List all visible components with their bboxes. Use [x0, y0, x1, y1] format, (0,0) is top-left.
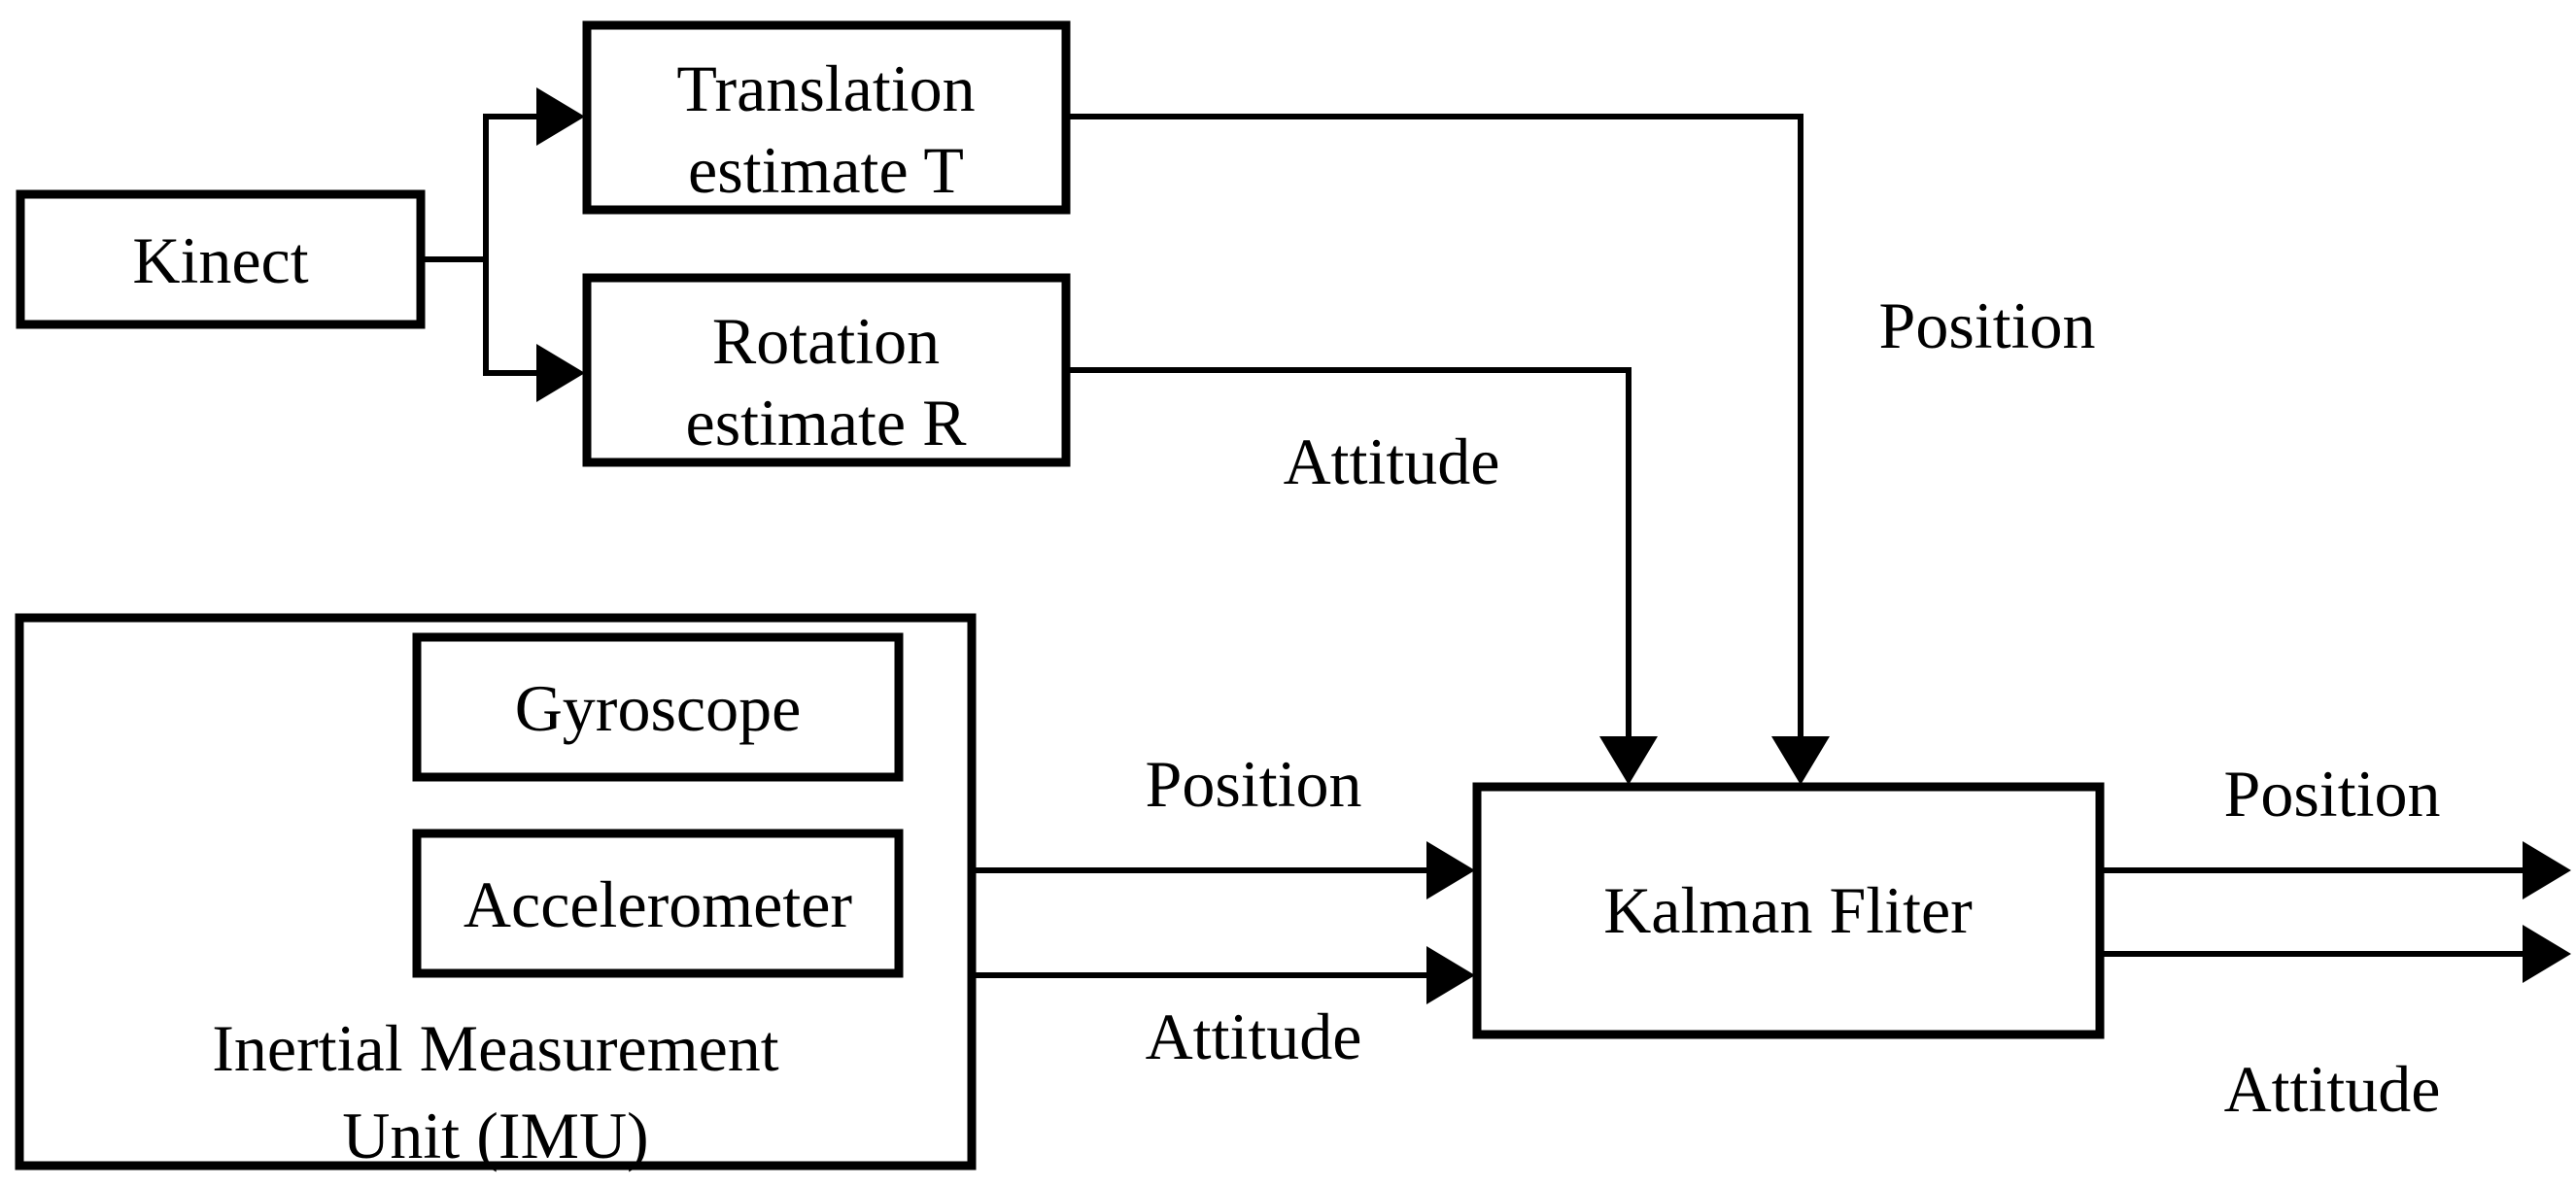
translation-label-line2: estimate T [688, 133, 964, 207]
accelerometer-label: Accelerometer [464, 867, 853, 941]
translation-estimate-box [582, 20, 1071, 215]
translation-label-line1: Translation [676, 51, 975, 125]
edge-label-output-attitude: Attitude [2224, 1052, 2441, 1126]
arrowhead-imu-position-into-kalman [1426, 841, 1475, 899]
edge-label-imu-attitude: Attitude [1146, 1000, 1362, 1073]
arrowhead-position-output [2523, 841, 2571, 899]
imu-label-line1: Inertial Measurement [212, 1011, 779, 1085]
arrowhead-rotation-into-kalman [1599, 736, 1658, 785]
arrowhead-translation-into-kalman [1771, 736, 1830, 785]
kinect-box [16, 189, 426, 329]
gyroscope-label: Gyroscope [515, 671, 802, 745]
edge-label-rotation-attitude: Attitude [1284, 424, 1500, 498]
kalman-filter-label: Kalman Fliter [1603, 873, 1973, 947]
accelerometer-box [412, 829, 904, 978]
arrowhead-imu-attitude-into-kalman [1426, 946, 1475, 1004]
edge-label-output-position: Position [2224, 757, 2441, 831]
edge-label-translation-position: Position [1879, 288, 2096, 362]
kinect-label: Kinect [132, 223, 308, 297]
gyroscope-box [412, 632, 904, 782]
kalman-filter-box [1472, 782, 2105, 1039]
rotation-label-line2: estimate R [686, 386, 968, 459]
connector-translation-to-kalman [1069, 114, 1803, 742]
edge-label-imu-position: Position [1146, 747, 1362, 821]
arrowhead-into-translation [536, 87, 585, 146]
rotation-label-line1: Rotation [712, 304, 940, 378]
arrowhead-attitude-output [2523, 925, 2571, 983]
arrowhead-into-rotation [536, 344, 585, 402]
rotation-estimate-box [582, 273, 1071, 467]
imu-label-line2: Unit (IMU) [342, 1099, 648, 1172]
connector-rotation-to-kalman [1069, 367, 1631, 742]
